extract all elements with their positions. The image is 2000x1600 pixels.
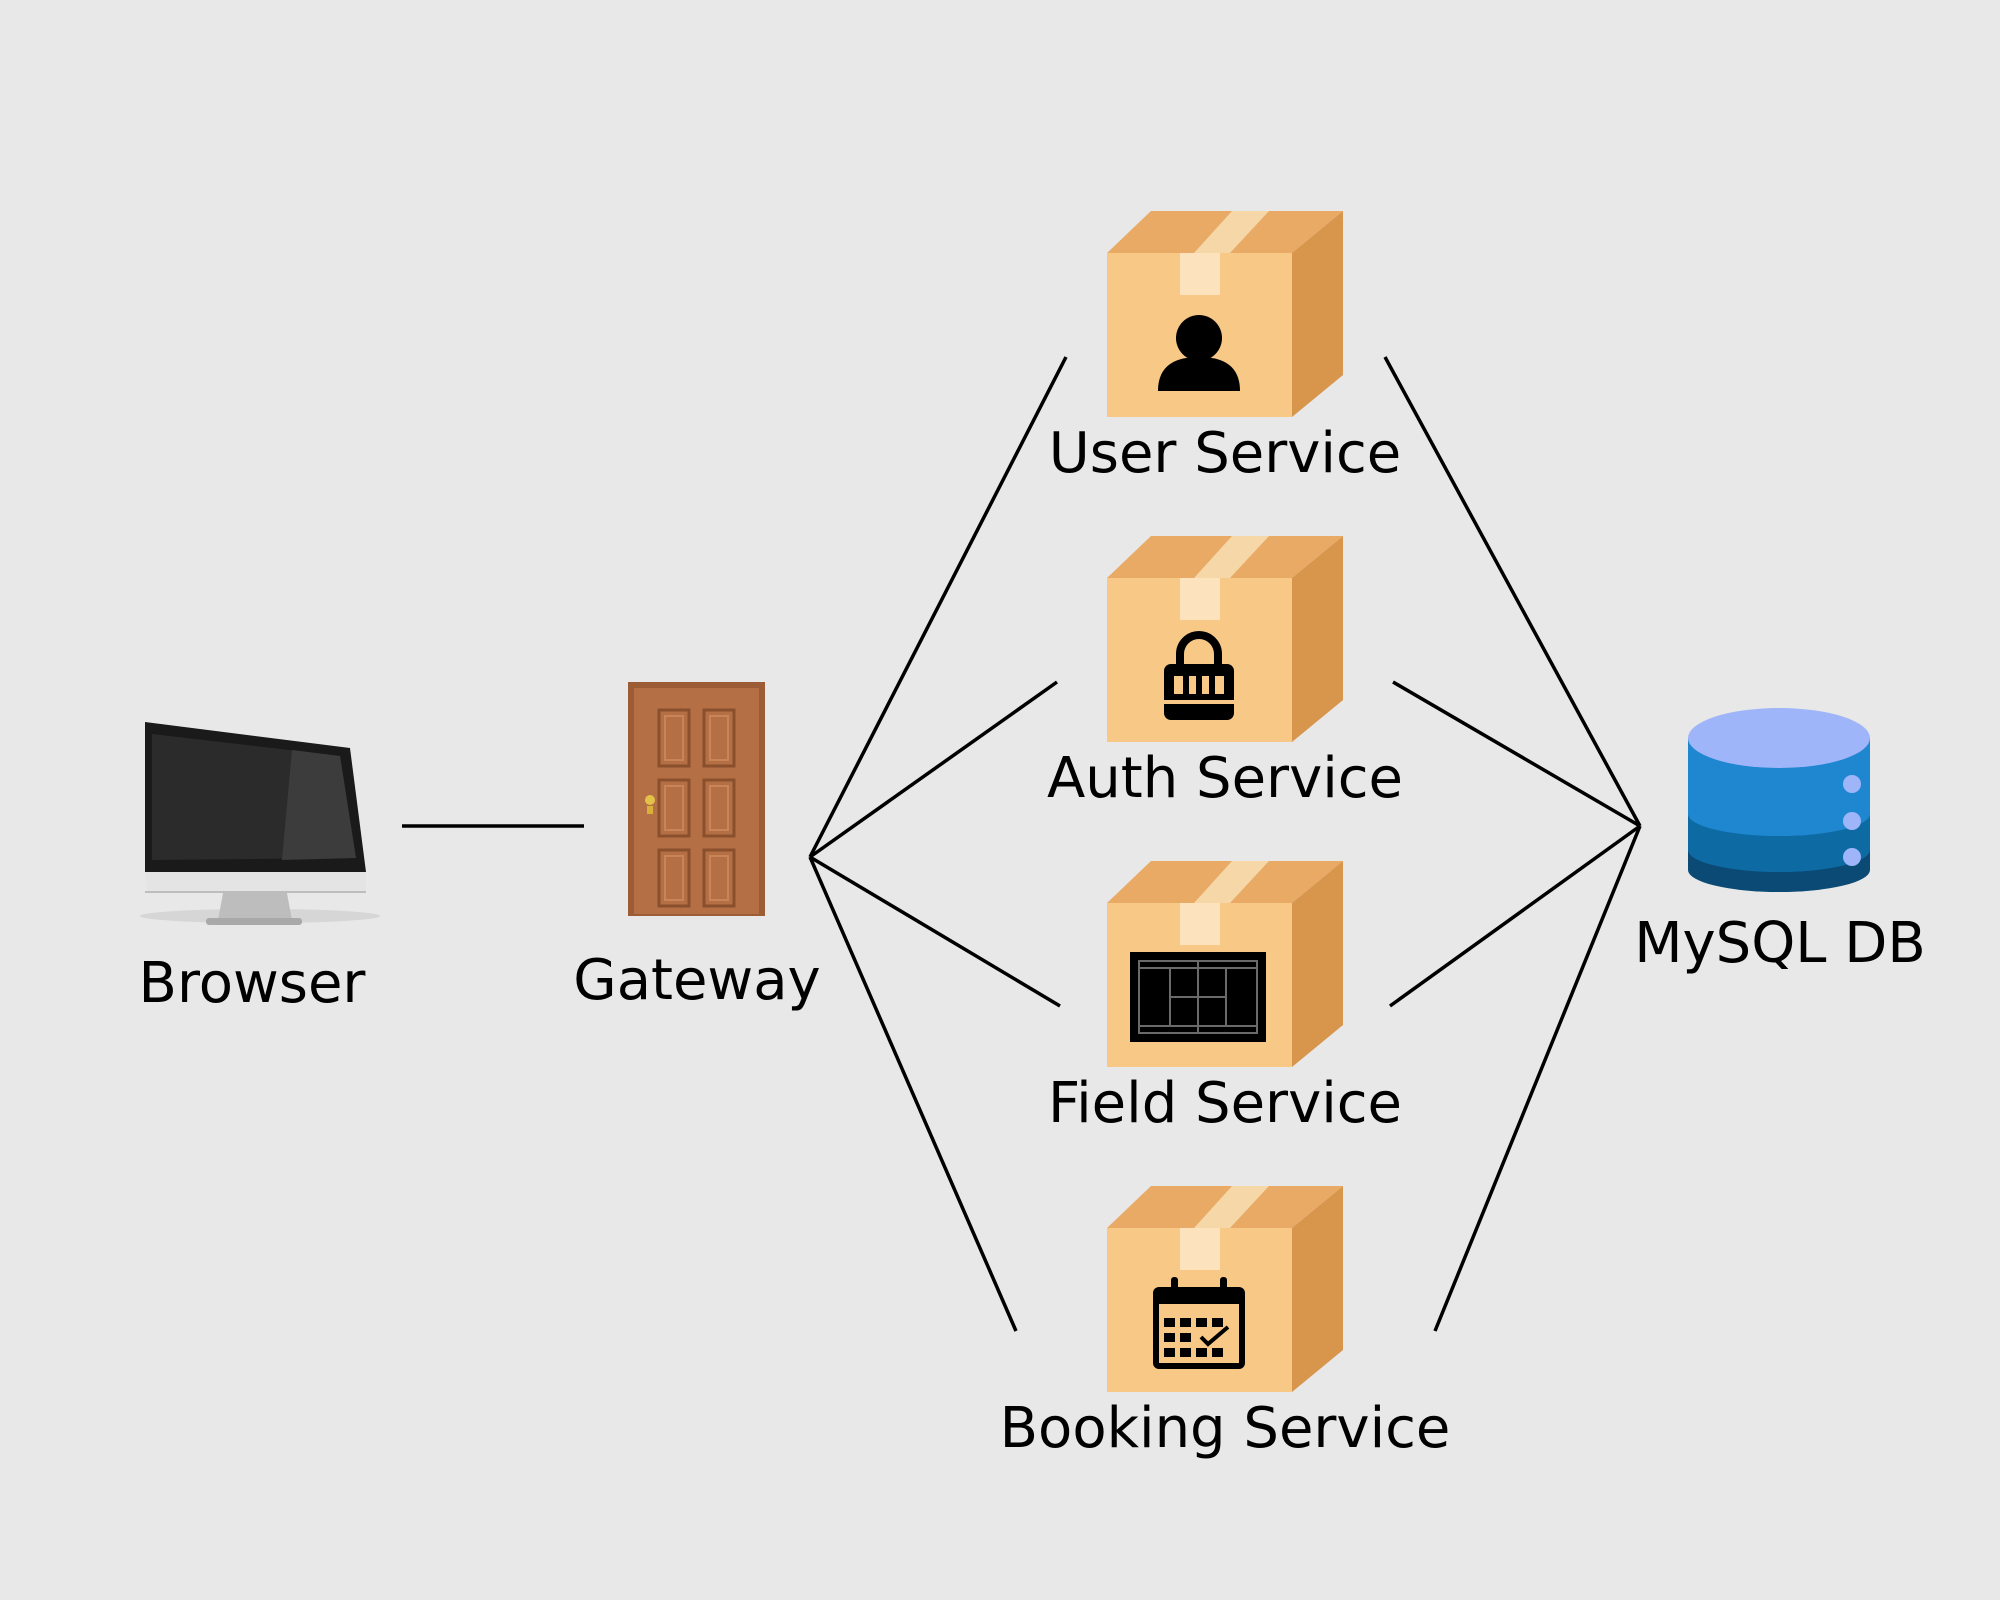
auth-service-label: Auth Service	[1046, 746, 1404, 811]
calendar-icon	[1153, 1277, 1245, 1369]
database-label: MySQL DB	[1634, 911, 1926, 976]
padlock-icon	[1164, 631, 1234, 720]
field-service-label: Field Service	[1047, 1071, 1403, 1136]
person-icon	[1158, 315, 1240, 391]
edge-user-service-database	[1383, 356, 1642, 827]
booking-service-label: Booking Service	[999, 1396, 1451, 1461]
edge-gateway-field-service	[809, 855, 1061, 1008]
edge-gateway-user-service	[808, 356, 1068, 858]
browser-label: Browser	[138, 951, 366, 1016]
auth-service-box	[1107, 536, 1343, 742]
edge-auth-service-database	[1392, 680, 1641, 828]
database-icon	[1688, 708, 1870, 892]
edge-gateway-auth-service	[808, 680, 1059, 859]
user-service-box	[1107, 211, 1343, 417]
edge-field-service-database	[1388, 824, 1642, 1008]
connections	[402, 356, 1642, 1332]
edge-booking-service-database	[1433, 825, 1642, 1332]
door-icon	[628, 682, 765, 916]
field-service-box	[1107, 861, 1343, 1067]
monitor-icon	[140, 722, 380, 925]
tennis-court-icon	[1130, 952, 1266, 1042]
gateway-label: Gateway	[573, 948, 821, 1013]
user-service-label: User Service	[1048, 421, 1402, 486]
edge-gateway-booking-service	[808, 856, 1018, 1332]
booking-service-box	[1107, 1186, 1343, 1392]
